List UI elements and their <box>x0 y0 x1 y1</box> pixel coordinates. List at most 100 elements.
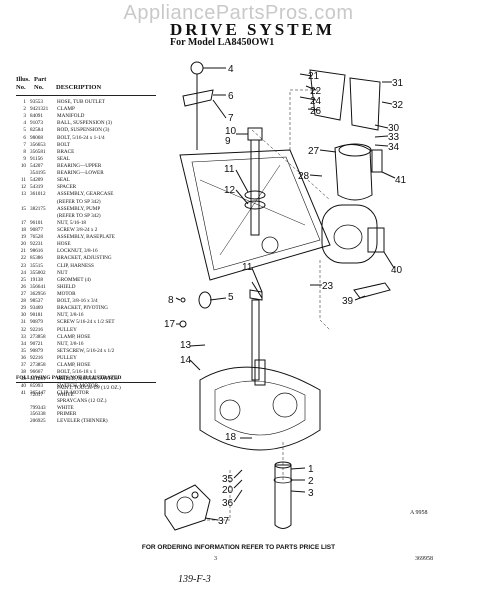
part-description: NUT, 5/16-18 <box>57 219 87 226</box>
pivoting-bracket-right <box>349 77 381 131</box>
parts-list-row: 31 90879 SCREW 5/16-24 x 1/2 SET <box>16 319 166 326</box>
illus-no: 8 <box>23 148 26 155</box>
callout-17: 17 <box>164 319 176 330</box>
part-description: ASSEMBLY, PUMP <box>57 205 101 212</box>
part-description: MANIFOLD <box>57 113 85 120</box>
part-description: CLAMP, HOSE <box>57 333 91 340</box>
illus-no: 33 <box>20 333 26 340</box>
page-title: DRIVE SYSTEM <box>170 20 335 39</box>
illus-no: 7 <box>23 141 26 148</box>
part-no: 96101 <box>30 219 43 226</box>
callout-2: 2 <box>308 476 314 487</box>
callout-34: 34 <box>388 142 400 153</box>
part-no: 93469 <box>30 305 43 312</box>
part-description: (REFER TO SP 342) <box>57 198 101 205</box>
document-code: 369958 <box>415 556 433 562</box>
part-no: 82584 <box>30 127 43 134</box>
callout-1: 1 <box>308 464 314 475</box>
illus-no: 13 <box>20 191 26 198</box>
illus-no: 41 <box>20 390 26 397</box>
illus-no: 25 <box>20 276 26 283</box>
part-no: 362956 <box>30 290 46 297</box>
part-description: SWITCH, MOTOR <box>57 383 99 390</box>
part-description: BOLT, 5/16-24 x 1-1/4 <box>57 134 105 141</box>
motor <box>321 204 378 264</box>
parts-list-row: 40 85993 SWITCH, MOTOR <box>16 383 166 390</box>
callout-24: 24 <box>310 96 322 107</box>
part-description: SCREW 5/16-24 x 1/2 SET <box>57 319 115 326</box>
model-subtitle: For Model LA8450OW1 <box>170 37 275 48</box>
illus-no: 9 <box>23 155 26 162</box>
illus-no: 31 <box>20 319 26 326</box>
part-no: 92216 <box>30 354 43 361</box>
part-description: ASSEMBLY, GEARCASE <box>57 191 114 198</box>
callout-5: 5 <box>228 292 234 303</box>
part-no: 90879 <box>30 347 43 354</box>
gearcase <box>199 366 321 451</box>
part-description: BOLT <box>57 141 71 148</box>
not-illustrated-row: 799343 WHITE <box>16 405 166 412</box>
illus-no: 15 <box>20 205 26 212</box>
part-no: 54319 <box>30 184 43 191</box>
part-description: PRIMER <box>57 411 77 418</box>
part-description: LOCKNUT, 3/8-16 <box>57 248 98 255</box>
part-no: 92216 <box>30 326 43 333</box>
illus-no: 38 <box>20 369 26 376</box>
part-no: 799343 <box>30 404 46 411</box>
brace <box>198 291 212 309</box>
part-no: 361012 <box>30 191 46 198</box>
part-description: HOSE <box>57 241 71 248</box>
illus-no: 1 <box>23 99 26 105</box>
part-no: 273858 <box>30 362 46 369</box>
header-illus-2: No. <box>16 84 26 91</box>
callout-27: 27 <box>308 146 320 157</box>
agitator-shaft <box>250 139 260 236</box>
illus-no: 11 <box>21 177 26 184</box>
illus-no: 35 <box>20 347 26 354</box>
part-description: HOSE, TUB OUTLET <box>57 99 105 105</box>
callout-11-upper: 11 <box>224 164 235 175</box>
part-description: BEARING—UPPER <box>57 162 102 169</box>
part-description: GROMMET (4) <box>57 276 91 283</box>
part-description: WHITE <box>57 404 74 411</box>
illus-no: 18 <box>20 226 26 233</box>
illus-no: 6 <box>23 134 26 141</box>
part-no: 90879 <box>30 319 43 326</box>
part-no: 93553 <box>30 99 43 105</box>
illus-no: 27 <box>20 290 26 297</box>
part-no: 351201 <box>30 376 46 383</box>
callout-7: 7 <box>228 113 234 124</box>
part-description: SPRAYCANS (12 OZ.) <box>57 398 107 405</box>
part-no: 356641 <box>30 283 46 290</box>
suspension-ball <box>190 61 204 75</box>
part-description: WHITE <box>57 391 74 398</box>
part-no: 365447 <box>30 390 46 397</box>
illus-no: 19 <box>20 234 26 241</box>
part-description: CLIP, HARNESS <box>57 262 94 269</box>
part-no: 85993 <box>30 383 43 390</box>
callout-39: 39 <box>342 296 354 307</box>
callout-13: 13 <box>180 340 192 351</box>
part-no: 98068 <box>30 134 43 141</box>
parts-list-row: (REFER TO SP 342) <box>16 213 166 220</box>
illus-no: 36 <box>20 354 26 361</box>
illus-no: 22 <box>20 255 26 262</box>
part-no: 90181 <box>30 312 43 319</box>
callout-20: 20 <box>222 485 234 496</box>
part-no: 91156 <box>30 155 43 162</box>
header-part-1: Part <box>34 76 47 83</box>
part-description: SEAL <box>57 177 70 184</box>
illus-no: 40 <box>20 383 26 390</box>
